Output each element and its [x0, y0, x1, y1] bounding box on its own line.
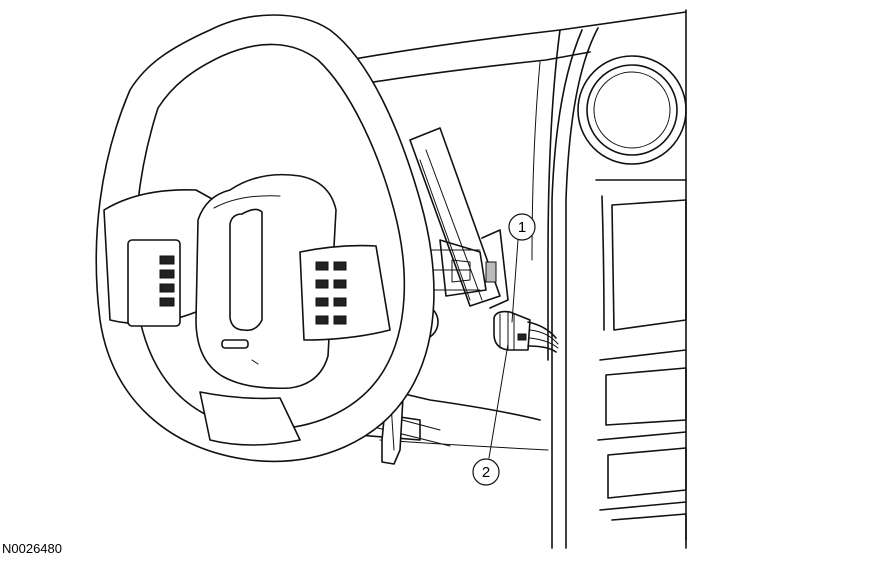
steering-wheel: [95, 14, 435, 463]
figure-id: N0026480: [2, 541, 62, 556]
callout-1-number: 1: [518, 219, 526, 236]
callout-1: 1: [508, 213, 536, 323]
callout-2-number: 2: [482, 464, 490, 481]
instrument-panel-frame: [179, 9, 687, 549]
callout-2: 2: [472, 343, 509, 486]
